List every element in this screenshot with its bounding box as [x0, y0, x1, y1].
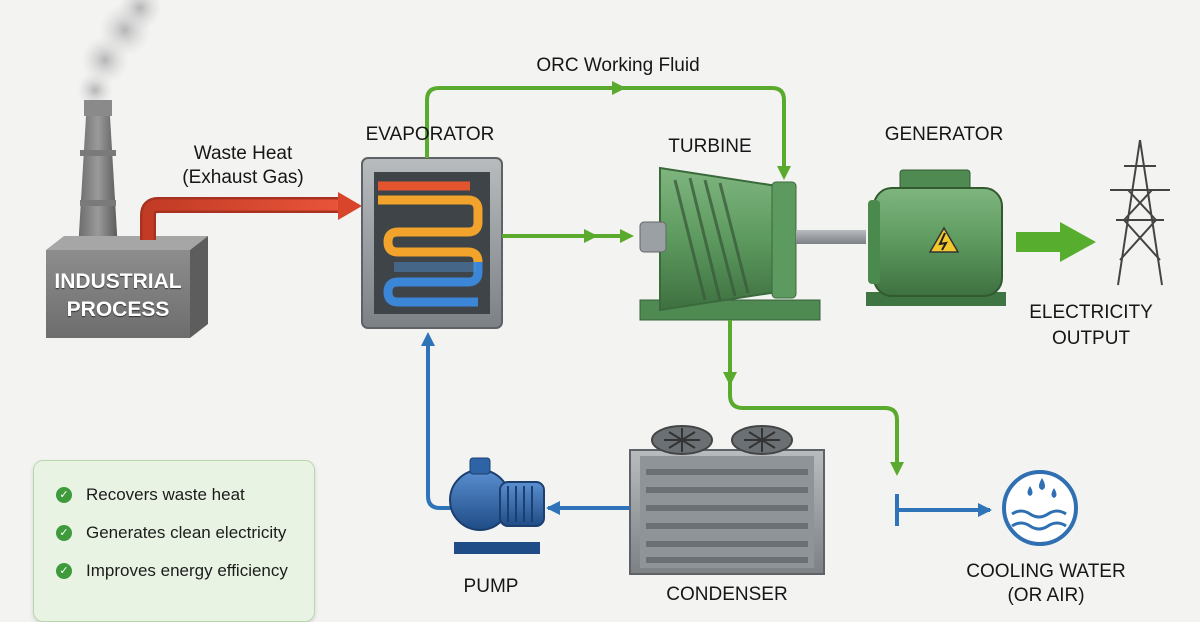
- pump: [449, 457, 545, 554]
- benefit-text: Generates clean electricity: [86, 523, 287, 542]
- or-air-label: (OR AIR): [1007, 585, 1085, 606]
- evap-to-turbine-line: [502, 229, 634, 243]
- industrial-process: [46, 236, 208, 338]
- smoke: [77, 0, 162, 108]
- cooling-water-label: COOLING WATER: [966, 561, 1126, 582]
- orc-fluid-loop: [425, 81, 791, 180]
- electricity-arrow: [1016, 222, 1096, 262]
- benefits-box: ✓ Recovers waste heat ✓ Generates clean …: [33, 460, 315, 622]
- return-loop-line: [421, 332, 630, 515]
- check-icon: ✓: [56, 525, 72, 541]
- process-label: PROCESS: [66, 298, 170, 321]
- benefit-item: ✓ Improves energy efficiency: [56, 559, 288, 583]
- benefit-text: Recovers waste heat: [86, 485, 245, 504]
- electricity-label: ELECTRICITY: [1029, 302, 1153, 323]
- industrial-label: INDUSTRIAL: [54, 270, 182, 293]
- benefit-item: ✓ Recovers waste heat: [56, 483, 245, 507]
- condenser: [629, 425, 825, 575]
- benefit-text: Improves energy efficiency: [86, 561, 288, 580]
- chimney-icon: [78, 100, 118, 250]
- evaporator: [361, 157, 503, 329]
- high-voltage-icon: [928, 226, 960, 253]
- turbine: [639, 166, 866, 321]
- waste-heat-label: Waste Heat: [193, 143, 293, 164]
- cooling-line: [895, 494, 992, 526]
- check-icon: ✓: [56, 563, 72, 579]
- benefit-item: ✓ Generates clean electricity: [56, 521, 286, 545]
- exhaust-gas-label: (Exhaust Gas): [182, 167, 304, 188]
- evaporator-label: EVAPORATOR: [365, 124, 495, 145]
- generator: [866, 169, 1006, 306]
- waste-heat-pipe: [140, 192, 362, 240]
- turbine-label: TURBINE: [668, 136, 752, 157]
- generator-label: GENERATOR: [884, 124, 1004, 145]
- check-icon: ✓: [56, 487, 72, 503]
- orc-diagram: [46, 0, 1170, 575]
- turbine-to-condenser-line: [723, 320, 904, 476]
- condenser-label: CONDENSER: [666, 584, 788, 605]
- orc-fluid-label: ORC Working Fluid: [536, 55, 700, 76]
- water-drop-icon: [1002, 470, 1078, 546]
- pump-label: PUMP: [463, 576, 519, 597]
- power-tower-icon: [1110, 139, 1170, 286]
- output-label: OUTPUT: [1051, 328, 1131, 349]
